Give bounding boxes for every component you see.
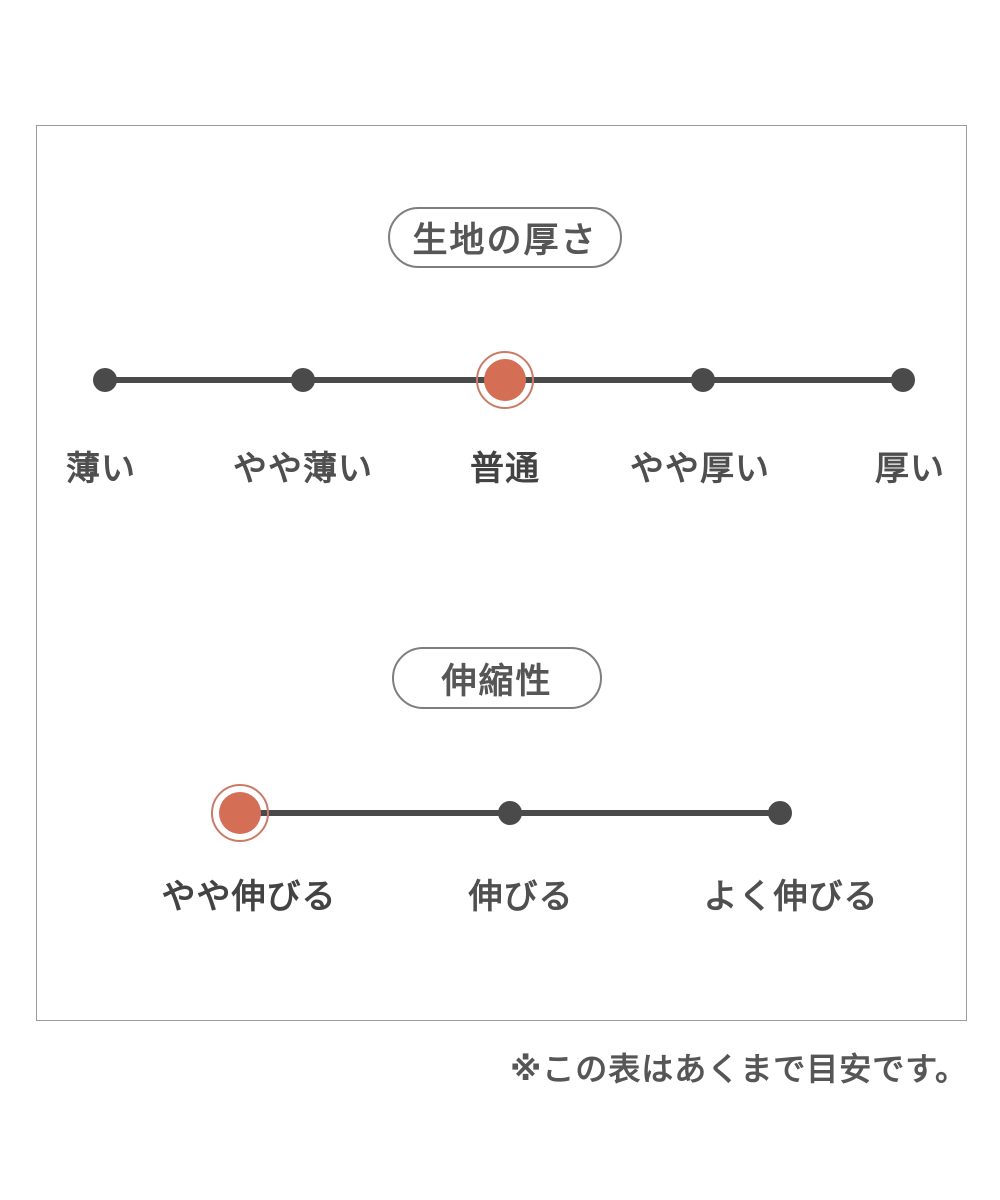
spec-border-box (36, 125, 967, 1021)
stretch-dot-stretchy (498, 801, 522, 825)
stretch-label-stretchy: 伸びる (468, 878, 574, 916)
thickness-label-thin: 薄い (66, 450, 136, 488)
thickness-dot-somewhat-thick (691, 368, 715, 392)
disclaimer-note: ※この表はあくまで目安です。 (510, 1051, 968, 1087)
thickness-selected-ring (476, 351, 534, 409)
thickness-label-thick: 厚い (875, 450, 945, 488)
stretch-selected-dot (219, 792, 261, 834)
stretch-label-somewhat-stretchy: やや伸びる (161, 878, 337, 916)
thickness-title-pill: 生地の厚さ (388, 207, 622, 268)
thickness-dot-thin (93, 368, 117, 392)
stretch-dot-very-stretchy (768, 801, 792, 825)
thickness-dot-somewhat-thin (291, 368, 315, 392)
thickness-label-somewhat-thick: やや厚い (630, 450, 770, 488)
stretch-selected-ring (211, 784, 269, 842)
thickness-selected-dot (484, 359, 526, 401)
thickness-dot-thick (891, 368, 915, 392)
stretch-label-very-stretchy: よく伸びる (703, 878, 879, 916)
stretch-title: 伸縮性 (441, 661, 553, 701)
thickness-label-somewhat-thin: やや薄い (233, 450, 373, 488)
thickness-title: 生地の厚さ (412, 221, 598, 260)
thickness-label-normal: 普通 (470, 450, 540, 488)
stretch-title-pill: 伸縮性 (392, 647, 602, 709)
